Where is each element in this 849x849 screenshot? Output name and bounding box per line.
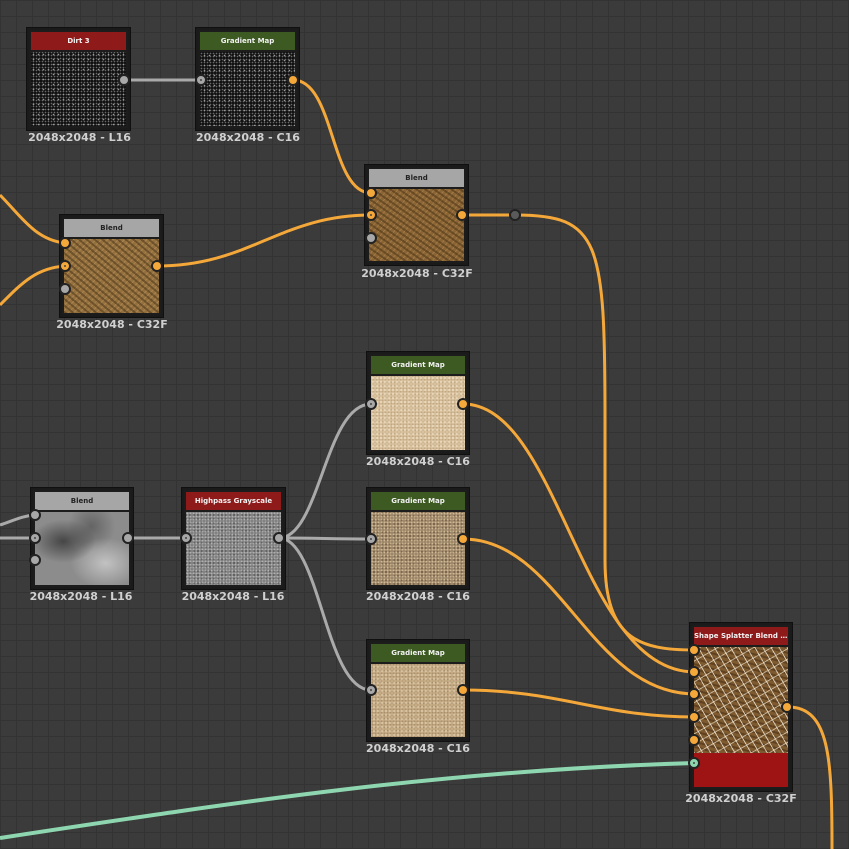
wire-highpass-to-gm2[interactable] — [278, 536, 372, 541]
input-port-background[interactable] — [29, 532, 41, 544]
input-port-background[interactable] — [365, 209, 377, 221]
node-resolution: 2048x2048 - C32F — [685, 792, 797, 805]
thumbnail — [186, 512, 281, 585]
node-title: Shape Splatter Blend C... — [694, 627, 788, 645]
reroute-dot[interactable] — [509, 209, 521, 221]
input-port-foreground[interactable] — [365, 187, 377, 199]
input-port-foreground[interactable] — [29, 509, 41, 521]
thumbnail — [371, 664, 465, 737]
input-port-2[interactable] — [688, 666, 700, 678]
input-port[interactable] — [365, 684, 377, 696]
thumbnail — [35, 512, 129, 585]
input-port-3[interactable] — [688, 688, 700, 700]
node-resolution: 2048x2048 - C16 — [366, 455, 470, 468]
wire-offscreen-to-blendleft-2[interactable] — [0, 264, 66, 307]
node-resolution: 2048x2048 - C32F — [361, 267, 473, 280]
thumbnail — [31, 52, 126, 126]
node-blend-left[interactable]: Blend — [60, 215, 163, 317]
wire-gm3-to-splatter[interactable] — [462, 688, 696, 719]
node-gradient-map-2[interactable]: Gradient Map — [367, 488, 469, 589]
node-title: Dirt 3 — [31, 32, 126, 50]
node-title: Gradient Map — [371, 492, 465, 510]
output-port[interactable] — [457, 533, 469, 545]
wire-offscreen-to-blendleft-1[interactable] — [0, 193, 66, 245]
input-port-mask[interactable] — [59, 283, 71, 295]
wire-gradient-to-blendtop[interactable] — [292, 78, 372, 195]
node-blend-gray[interactable]: Blend — [31, 488, 133, 589]
node-gradient-map-3[interactable]: Gradient Map — [367, 640, 469, 741]
input-port-foreground[interactable] — [59, 237, 71, 249]
input-port[interactable] — [365, 398, 377, 410]
node-title: Blend — [35, 492, 129, 510]
node-gradient-map-top[interactable]: Gradient Map — [196, 28, 299, 130]
thumbnail — [64, 239, 159, 313]
input-port-background[interactable] — [59, 260, 71, 272]
input-port-mask[interactable] — [365, 232, 377, 244]
input-port-5[interactable] — [688, 734, 700, 746]
node-dirt3[interactable]: Dirt 3 — [27, 28, 130, 130]
node-highpass-grayscale[interactable]: Highpass Grayscale — [182, 488, 285, 589]
node-title: Gradient Map — [371, 644, 465, 662]
wire-blendleft-to-blendtop[interactable] — [156, 213, 372, 268]
node-resolution: 2048x2048 - C16 — [366, 590, 470, 603]
thumbnail — [369, 189, 464, 261]
input-port-mask[interactable] — [29, 554, 41, 566]
wire-gm2-to-splatter[interactable] — [462, 537, 696, 696]
node-title: Blend — [64, 219, 159, 237]
node-resolution: 2048x2048 - C16 — [196, 131, 300, 144]
output-port[interactable] — [781, 701, 793, 713]
thumbnail — [200, 52, 295, 126]
output-port[interactable] — [287, 74, 299, 86]
input-port-4[interactable] — [688, 711, 700, 723]
node-resolution: 2048x2048 - L16 — [29, 590, 133, 603]
output-port[interactable] — [456, 209, 468, 221]
input-port-teal[interactable] — [688, 757, 700, 769]
node-blend-top[interactable]: Blend — [365, 165, 468, 265]
node-shape-splatter-blend[interactable]: Shape Splatter Blend C... — [690, 623, 792, 791]
node-title: Highpass Grayscale — [186, 492, 281, 510]
wire-teal-to-splatter[interactable] — [0, 761, 696, 840]
input-port[interactable] — [195, 74, 207, 86]
output-port[interactable] — [151, 260, 163, 272]
node-resolution: 2048x2048 - C16 — [366, 742, 470, 755]
node-gradient-map-1[interactable]: Gradient Map — [367, 352, 469, 454]
thumbnail — [371, 512, 465, 585]
input-port[interactable] — [180, 532, 192, 544]
node-resolution: 2048x2048 - C32F — [56, 318, 168, 331]
node-title: Blend — [369, 169, 464, 187]
output-port[interactable] — [457, 684, 469, 696]
node-footer — [694, 753, 788, 787]
node-title: Gradient Map — [200, 32, 295, 50]
input-port-1[interactable] — [688, 644, 700, 656]
node-resolution: 2048x2048 - L16 — [28, 131, 131, 144]
wire-reroute-to-splatter[interactable] — [514, 213, 696, 652]
wire-highpass-to-gm3[interactable] — [278, 536, 372, 692]
wire-highpass-to-gm1[interactable] — [278, 402, 372, 540]
output-port[interactable] — [457, 398, 469, 410]
wire-splatter-output[interactable] — [787, 705, 834, 849]
thumbnail — [694, 647, 788, 753]
output-port[interactable] — [118, 74, 130, 86]
output-port[interactable] — [122, 532, 134, 544]
thumbnail — [371, 376, 465, 450]
wire-gm1-to-splatter[interactable] — [462, 402, 696, 674]
node-title: Gradient Map — [371, 356, 465, 374]
input-port[interactable] — [365, 533, 377, 545]
node-resolution: 2048x2048 - L16 — [181, 590, 285, 603]
output-port[interactable] — [273, 532, 285, 544]
